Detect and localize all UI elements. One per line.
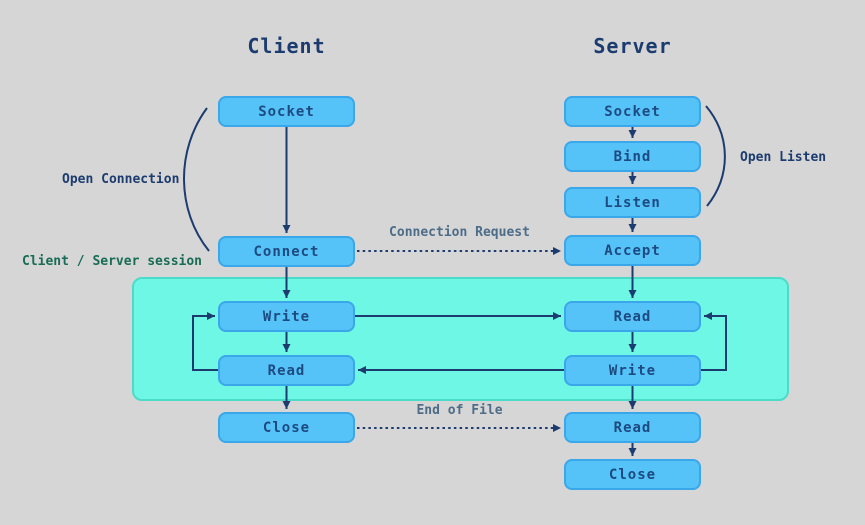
arrow-server-write-loop-to-read [701, 312, 727, 371]
node-server-read: Read [564, 301, 701, 332]
client-column-title: Client [247, 34, 326, 58]
node-server-accept: Accept [564, 235, 701, 266]
node-server-read2: Read [564, 412, 701, 443]
node-client-connect: Connect [218, 236, 355, 267]
open-connection-brace-curve [183, 107, 210, 252]
node-server-write: Write [564, 355, 701, 386]
connection-request-label: Connection Request [389, 225, 530, 240]
arrow-client-read-loop-to-write [192, 312, 218, 371]
client-server-session-label: Client / Server session [22, 254, 203, 269]
node-server-close: Close [564, 459, 701, 490]
node-client-write: Write [218, 301, 355, 332]
open-connection-label: Open Connection [62, 172, 180, 187]
node-client-socket: Socket [218, 96, 355, 127]
node-server-socket: Socket [564, 96, 701, 127]
end-of-file-label: End of File [416, 403, 503, 418]
node-server-listen: Listen [564, 187, 701, 218]
node-server-bind: Bind [564, 141, 701, 172]
server-column-title: Server [593, 34, 672, 58]
open-listen-brace-curve [705, 105, 726, 207]
open-listen-label: Open Listen [740, 150, 827, 165]
node-client-read: Read [218, 355, 355, 386]
node-client-close: Close [218, 412, 355, 443]
